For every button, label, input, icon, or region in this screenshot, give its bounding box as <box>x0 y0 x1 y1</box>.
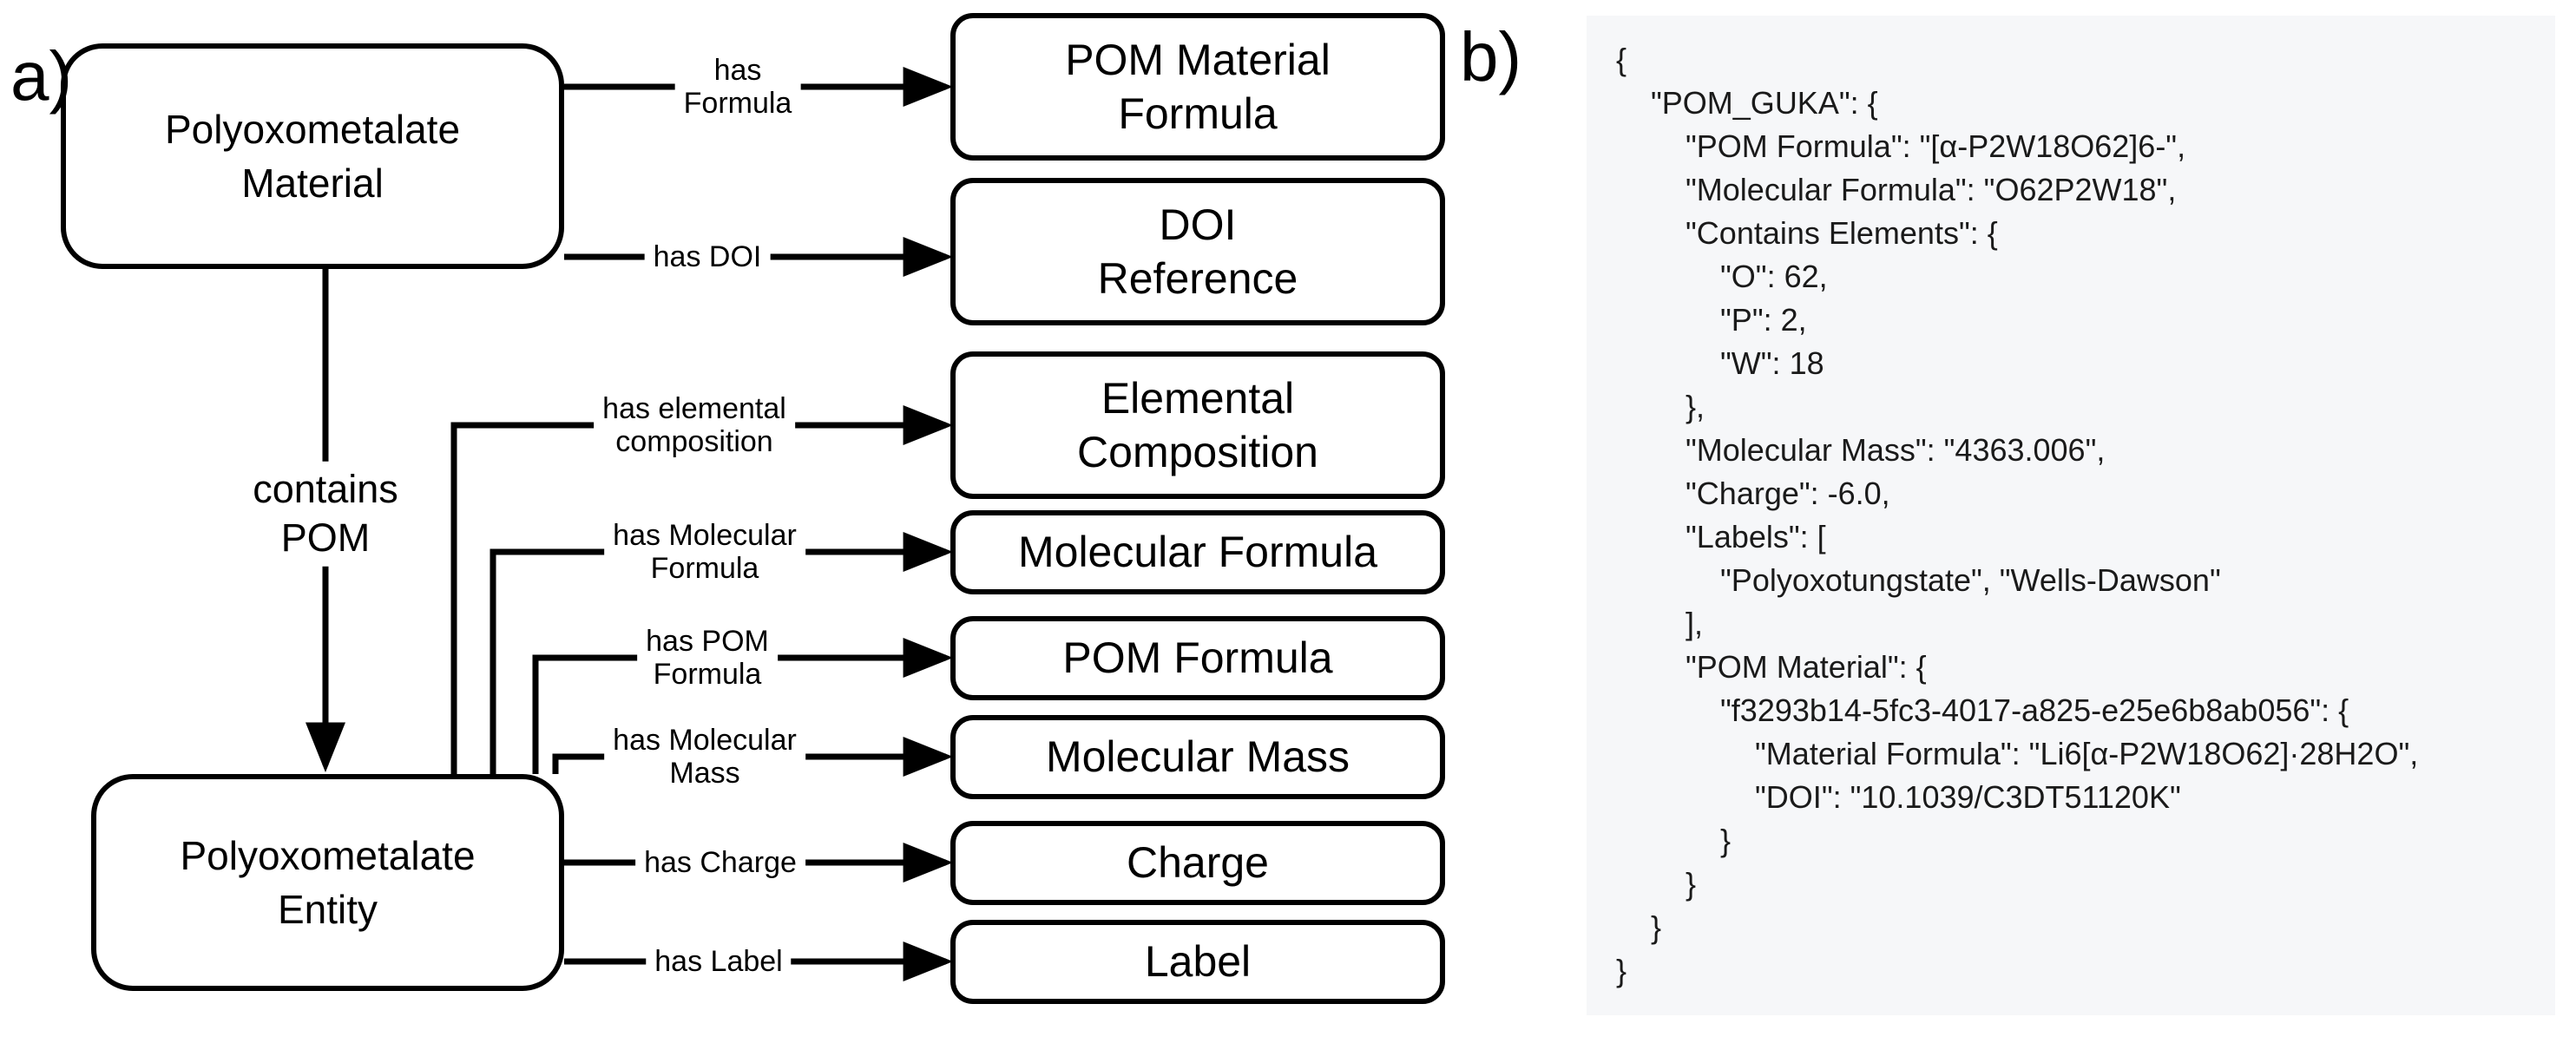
node-label-line: Material <box>241 161 384 206</box>
node-label-line: Label <box>1144 937 1252 987</box>
node-polyoxometalate-entity: Polyoxometalate Entity <box>91 774 564 991</box>
edge-label-has-pom-formula: has POM Formula <box>637 622 778 693</box>
edge-label-has-doi: has DOI <box>644 238 771 276</box>
edge-label-line: Mass <box>669 757 740 790</box>
node-molecular-formula: Molecular Formula <box>950 510 1445 594</box>
edge-label-line: has <box>713 53 762 87</box>
edge-label-has-molecular-formula: has Molecular Formula <box>604 516 805 587</box>
node-label-line: Elemental <box>1101 373 1295 423</box>
node-polyoxometalate-material: Polyoxometalate Material <box>61 43 564 269</box>
node-label-line: Formula <box>1118 89 1278 138</box>
edge-label-line: has elemental <box>602 391 786 425</box>
edge-label-line: has Charge <box>644 845 797 879</box>
edge-label-line: composition <box>615 425 773 458</box>
edge-label-line: POM <box>280 515 371 560</box>
node-label-line: Charge <box>1127 838 1269 888</box>
subfigure-label-b: b) <box>1460 18 1522 95</box>
subfigure-label-a: a) <box>10 37 73 115</box>
json-snippet-panel: { "POM_GUKA": { "POM Formula": "[α-P2W18… <box>1587 16 2555 1015</box>
edge-label-line: Formula <box>650 552 759 585</box>
edge-label-has-formula: has Formula <box>674 51 801 122</box>
node-label-line: Entity <box>277 887 378 932</box>
edge-label-line: has DOI <box>653 240 762 273</box>
node-label-line: DOI <box>1159 200 1237 249</box>
node-elemental-composition: Elemental Composition <box>950 351 1445 499</box>
node-pom-formula: POM Formula <box>950 616 1445 700</box>
edge-label-contains-pom: contains POM <box>240 461 411 567</box>
node-doi-reference: DOI Reference <box>950 178 1445 325</box>
json-code: { "POM_GUKA": { "POM Formula": "[α-P2W18… <box>1616 42 2419 988</box>
edge-label-line: has Molecular <box>613 518 797 552</box>
edge-label-line: Formula <box>683 87 792 120</box>
edge-label-has-charge: has Charge <box>635 843 805 882</box>
node-label-line: Polyoxometalate <box>164 106 461 152</box>
node-label-line: Composition <box>1077 428 1318 476</box>
node-label-line: Molecular Mass <box>1045 732 1350 782</box>
node-label-line: POM Formula <box>1062 633 1333 683</box>
node-molecular-mass: Molecular Mass <box>950 715 1445 799</box>
node-label-line: POM Material <box>1065 35 1331 84</box>
edge-label-line: has Molecular <box>613 723 797 757</box>
node-label-line: Molecular Formula <box>1017 528 1377 577</box>
edge-label-line: Formula <box>653 658 762 691</box>
node-label-line: Polyoxometalate <box>180 832 476 878</box>
edge-label-line: has Label <box>654 944 783 978</box>
node-label-line: Reference <box>1097 254 1298 303</box>
node-pom-material-formula: POM Material Formula <box>950 13 1445 161</box>
edge-label-has-label: has Label <box>646 942 792 981</box>
node-charge: Charge <box>950 821 1445 905</box>
node-label: Label <box>950 920 1445 1004</box>
edge-label-line: has POM <box>646 624 769 658</box>
edge-label-line: contains <box>253 466 398 511</box>
edge-label-has-molecular-mass: has Molecular Mass <box>604 721 805 792</box>
edge-label-has-elemental-composition: has elemental composition <box>594 390 795 461</box>
